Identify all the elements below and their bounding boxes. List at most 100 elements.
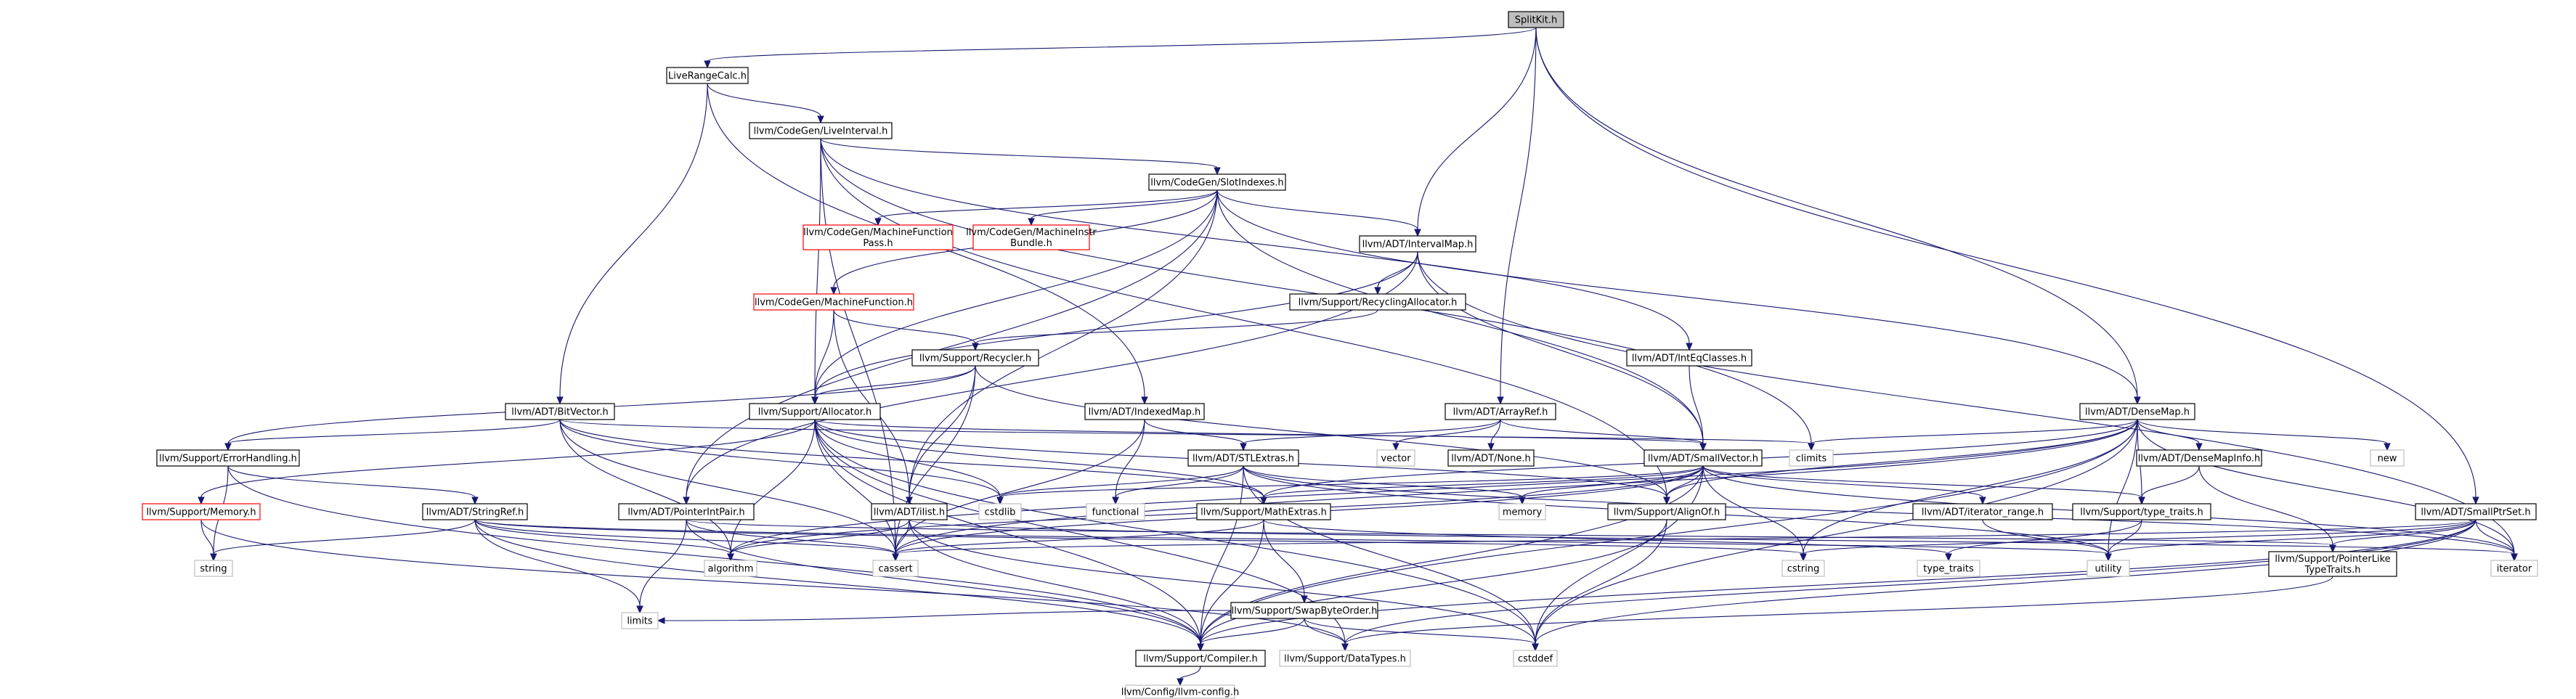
node-mathextras[interactable]: llvm/Support/MathExtras.h (1196, 503, 1331, 520)
node-machinefunction[interactable]: llvm/CodeGen/MachineFunction.h (753, 293, 914, 311)
node-stlextras[interactable]: llvm/ADT/STLExtras.h (1187, 449, 1299, 467)
edge-machinefunction-to-recycler (833, 309, 979, 351)
node-swapbyteorder[interactable]: llvm/Support/SwapByteOrder.h (1230, 602, 1378, 619)
edge-line (814, 419, 1264, 498)
edge-line (814, 138, 821, 398)
edge-line (200, 519, 214, 555)
node-arrayref[interactable]: llvm/ADT/ArrayRef.h (1445, 403, 1556, 420)
edge-line (999, 465, 1704, 498)
node-string[interactable]: string (194, 560, 233, 577)
node-box (1084, 403, 1205, 420)
node-new[interactable]: new (2370, 449, 2405, 467)
node-cassert[interactable]: cassert (872, 560, 919, 577)
edge-line (820, 138, 1218, 168)
node-alignof[interactable]: llvm/Support/AlignOf.h (1607, 503, 1726, 520)
node-box (1445, 403, 1556, 420)
edge-line (1535, 27, 2477, 498)
edge-line (559, 419, 1001, 498)
node-smallvector[interactable]: llvm/ADT/SmallVector.h (1643, 449, 1763, 467)
edge-line (639, 519, 687, 607)
node-box (2079, 403, 2195, 420)
node-functional[interactable]: functional (1086, 503, 1145, 520)
node-stringref[interactable]: llvm/ADT/StringRef.h (422, 503, 528, 520)
edge-line (1521, 465, 1704, 498)
node-label: llvm/ADT/ArrayRef.h (1453, 407, 1548, 418)
node-type-traits[interactable]: type_traits (1917, 560, 1980, 577)
node-memory-h[interactable]: llvm/Support/Memory.h (142, 503, 261, 520)
edge-smallptrset-to-utility (2105, 519, 2477, 562)
edge-arrowhead (210, 553, 217, 562)
node-typetraits-h[interactable]: llvm/Support/type_traits.h (2072, 503, 2211, 520)
node-datatypes[interactable]: llvm/Support/DataTypes.h (1279, 650, 1411, 667)
edge-line (814, 189, 1218, 398)
node-box (1643, 449, 1763, 467)
node-ilist[interactable]: llvm/ADT/ilist.h (871, 503, 948, 520)
node-compiler[interactable]: llvm/Support/Compiler.h (1135, 650, 1266, 667)
node-intervalmap[interactable]: llvm/ADT/IntervalMap.h (1359, 235, 1476, 253)
node-liverangecalc[interactable]: LiveRangeCalc.h (666, 67, 749, 84)
edge-arrowhead (817, 115, 824, 124)
node-iterator[interactable]: iterator (2490, 560, 2538, 577)
node-pointerintpair[interactable]: llvm/ADT/PointerIntPair.h (618, 503, 755, 520)
node-label: functional (1092, 507, 1139, 518)
edge-arrowhead (1392, 443, 1399, 451)
node-liveinterval[interactable]: llvm/CodeGen/LiveInterval.h (749, 122, 893, 139)
edge-smallptrset-to-iterator (2475, 519, 2518, 562)
edge-intervalmap-to-recyclingalloc (1374, 251, 1418, 295)
node-cstddef[interactable]: cstddef (1513, 650, 1558, 667)
node-cstdlib[interactable]: cstdlib (978, 503, 1022, 520)
node-none[interactable]: llvm/ADT/None.h (1447, 449, 1535, 467)
edge-stlextras-to-cstdlib (996, 465, 1244, 505)
edge-line (474, 519, 1201, 645)
edge-line (820, 138, 1690, 344)
node-vector[interactable]: vector (1376, 449, 1415, 467)
node-smallptrset[interactable]: llvm/ADT/SmallPtrSet.h (2415, 503, 2537, 520)
node-box (749, 122, 893, 139)
edge-stlextras-to-functional (1112, 465, 1244, 505)
node-label: Pass.h (863, 238, 893, 249)
edge-line (730, 519, 910, 555)
edge-smallvector-to-alignof (1663, 465, 1704, 505)
node-iterrange[interactable]: llvm/ADT/iterator_range.h (1912, 503, 2053, 520)
edge-smallvector-to-memory (1519, 465, 1704, 505)
node-allocator[interactable]: llvm/Support/Allocator.h (749, 403, 881, 420)
node-box (1135, 650, 1266, 667)
edge-stringref-to-string (210, 519, 476, 562)
node-memory[interactable]: memory (1498, 503, 1546, 520)
node-densemap[interactable]: llvm/ADT/DenseMap.h (2079, 403, 2195, 420)
edge-line (909, 519, 1536, 645)
edge-liveinterval-to-inteqclasses (820, 138, 1693, 351)
node-inteqclasses[interactable]: llvm/ADT/IntEqClasses.h (1626, 349, 1752, 367)
edge-arrowhead (1260, 496, 1267, 505)
node-slotindexes[interactable]: llvm/CodeGen/SlotIndexes.h (1148, 173, 1286, 191)
edge-line (1417, 27, 1537, 230)
edge-slotindexes-to-mibundle (1028, 189, 1218, 226)
edge-arrowhead (657, 617, 665, 624)
node-limits[interactable]: limits (621, 612, 659, 629)
node-cstring[interactable]: cstring (1781, 560, 1825, 577)
node-climits[interactable]: climits (1789, 449, 1834, 467)
node-errorhandling[interactable]: llvm/Support/ErrorHandling.h (156, 449, 300, 467)
node-recyclingalloc[interactable]: llvm/Support/RecyclingAllocator.h (1289, 293, 1466, 311)
node-box (1086, 503, 1145, 520)
node-box (1626, 349, 1752, 367)
node-bitvector[interactable]: llvm/ADT/BitVector.h (505, 403, 615, 420)
edge-arrowhead (2511, 553, 2518, 562)
edge-line (200, 519, 1346, 645)
edge-line (1243, 465, 1536, 645)
node-utility[interactable]: utility (2087, 560, 2130, 577)
node-splitkit[interactable]: SplitKit.h (1508, 11, 1564, 28)
node-algorithm[interactable]: algorithm (704, 560, 757, 577)
edge-smallptrset-to-ptrliketypetraits (2329, 519, 2477, 553)
node-indexedmap[interactable]: llvm/ADT/IndexedMap.h (1084, 403, 1205, 420)
node-label: llvm/Support/PointerLike (2275, 554, 2390, 565)
node-recycler[interactable]: llvm/Support/Recycler.h (911, 349, 1039, 367)
edge-line (2137, 419, 2200, 444)
edge-allocator-to-memory-h (198, 419, 816, 505)
node-llvmconfig[interactable]: llvm/Config/llvm-config.h (1121, 684, 1239, 699)
node-densemapinfo[interactable]: llvm/ADT/DenseMapInfo.h (2136, 449, 2262, 467)
edge-line (814, 419, 896, 555)
